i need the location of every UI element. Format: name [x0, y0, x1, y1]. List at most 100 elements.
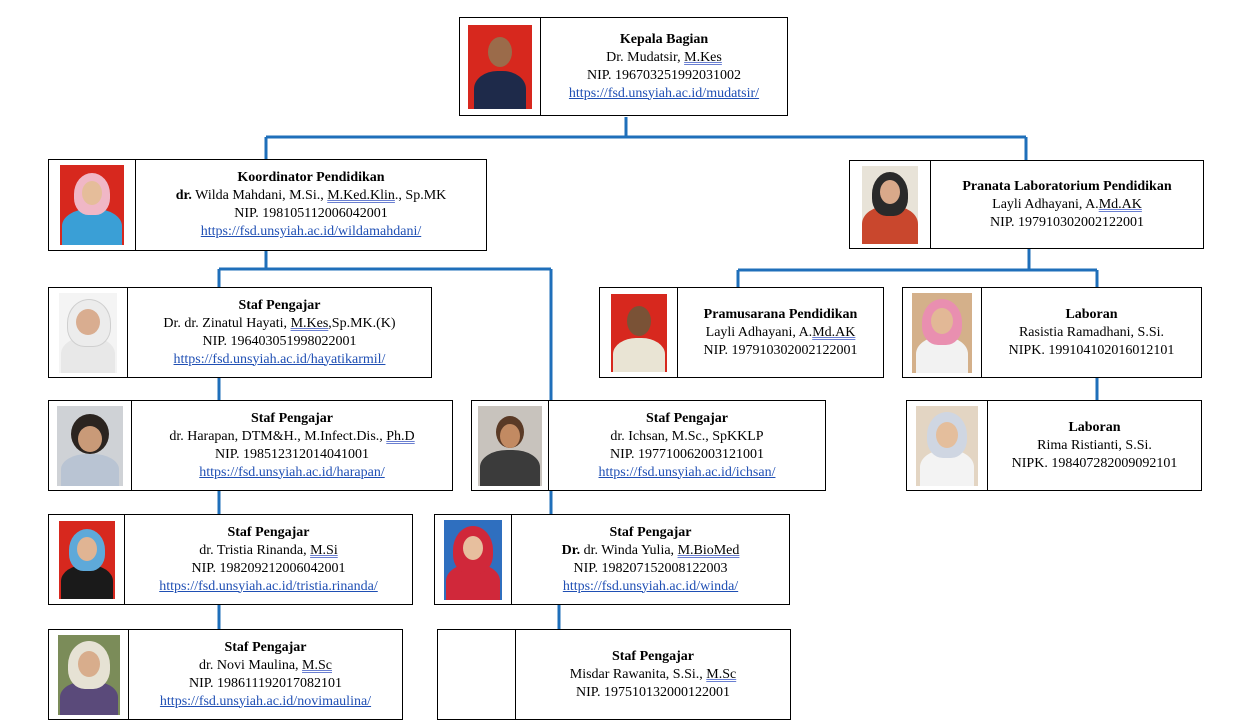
person-name: dr. Tristia Rinanda, M.Si	[199, 542, 338, 558]
profile-link[interactable]: https://fsd.unsyiah.ac.id/hayatikarmil/	[173, 351, 386, 367]
role-title: Pramusarana Pendidikan	[703, 306, 858, 322]
person-name: Dr. dr. Zinatul Hayati, M.Kes,Sp.MK.(K)	[163, 315, 396, 331]
person-name: Layli Adhayani, A.Md.AK	[992, 196, 1142, 212]
nip-number: NIP. 198105112006042001	[234, 206, 388, 221]
connector-head-branch	[264, 117, 1028, 161]
portrait-photo	[57, 405, 123, 486]
card-text: Staf Pengajar dr. Tristia Rinanda, M.Si …	[125, 515, 412, 604]
role-title: Laboran	[1065, 306, 1118, 322]
card-staf-novi: Staf Pengajar dr. Novi Maulina, M.Sc NIP…	[48, 629, 403, 720]
person-name: Layli Adhayani, A.Md.AK	[705, 324, 856, 340]
card-text: Koordinator Pendidikan dr. Wilda Mahdani…	[136, 160, 486, 250]
nip-number: NIP. 196703251992031002	[586, 67, 741, 83]
person-name: dr. Ichsan, M.Sc., SpKKLP	[610, 428, 764, 444]
nip-number: NIP. 196403051998022001	[202, 333, 357, 349]
profile-link[interactable]: https://fsd.unsyiah.ac.id/mudatsir/	[568, 85, 760, 101]
profile-link[interactable]: https://fsd.unsyiah.ac.id/winda/	[562, 578, 739, 594]
portrait-photo	[60, 165, 124, 245]
card-koordinator-pendidikan: Koordinator Pendidikan dr. Wilda Mahdani…	[48, 159, 487, 251]
card-text: Staf Pengajar dr. Novi Maulina, M.Sc NIP…	[129, 630, 402, 719]
person-name: dr. Novi Maulina, M.Sc	[199, 657, 332, 673]
role-title: Laboran	[1068, 419, 1121, 435]
profile-link[interactable]: https://fsd.unsyiah.ac.id/harapan/	[199, 464, 385, 480]
card-text: Staf Pengajar Misdar Rawanita, S.Si., M.…	[516, 630, 790, 719]
card-text: Kepala Bagian Dr. Mudatsir, M.Kes NIP. 1…	[541, 18, 787, 115]
card-text: Laboran Rasistia Ramadhani, S.Si. NIPK. …	[982, 288, 1201, 377]
card-staf-zinatul: Staf Pengajar Dr. dr. Zinatul Hayati, M.…	[48, 287, 432, 378]
card-staf-tristia: Staf Pengajar dr. Tristia Rinanda, M.Si …	[48, 514, 413, 605]
card-laboran-rasistia: Laboran Rasistia Ramadhani, S.Si. NIPK. …	[902, 287, 1202, 378]
photo-cell	[49, 515, 125, 604]
person-name: Dr. dr. Winda Yulia, M.BioMed	[561, 542, 740, 558]
profile-link[interactable]: https://fsd.unsyiah.ac.id/novimaulina/	[159, 693, 372, 709]
role-title: Staf Pengajar	[250, 410, 334, 426]
nip-number: NIPK. 199104102016012101	[1008, 342, 1175, 358]
card-text: Laboran Rima Ristianti, S.Si. NIPK. 1984…	[988, 401, 1201, 490]
person-name: dr. Harapan, DTM&H., M.Infect.Dis., Ph.D	[169, 428, 415, 444]
card-text: Pranata Laboratorium Pendidikan Layli Ad…	[931, 161, 1203, 248]
photo-cell	[435, 515, 512, 604]
photo-cell	[49, 288, 128, 377]
card-laboran-rima: Laboran Rima Ristianti, S.Si. NIPK. 1984…	[906, 400, 1202, 491]
card-text: Staf Pengajar dr. Harapan, DTM&H., M.Inf…	[132, 401, 452, 490]
nip-number: NIP. 197510132000122001	[575, 684, 730, 700]
role-title: Koordinator Pendidikan	[237, 170, 385, 185]
card-text: Pramusarana Pendidikan Layli Adhayani, A…	[678, 288, 883, 377]
portrait-photo	[478, 405, 542, 486]
nip-number: NIP. 197710062003121001	[609, 446, 764, 462]
nip-number: NIP. 197910302002122001	[703, 342, 858, 358]
card-text: Staf Pengajar Dr. dr. Winda Yulia, M.Bio…	[512, 515, 789, 604]
role-title: Staf Pengajar	[645, 410, 729, 426]
portrait-photo	[468, 24, 532, 109]
photo-cell	[49, 401, 132, 490]
person-name: dr. Wilda Mahdani, M.Si., M.Ked.Klin., S…	[175, 188, 447, 203]
role-title: Staf Pengajar	[238, 297, 321, 313]
card-pramusarana-pendidikan: Pramusarana Pendidikan Layli Adhayani, A…	[599, 287, 884, 378]
photo-cell	[850, 161, 931, 248]
profile-link[interactable]: https://fsd.unsyiah.ac.id/tristia.rinand…	[159, 578, 378, 594]
photo-cell	[472, 401, 549, 490]
nip-number: NIP. 198512312014041001	[214, 446, 369, 462]
profile-link[interactable]: https://fsd.unsyiah.ac.id/wildamahdani/	[200, 224, 422, 239]
role-title: Kepala Bagian	[619, 31, 709, 47]
portrait-photo	[912, 292, 972, 373]
card-pranata-laboratorium: Pranata Laboratorium Pendidikan Layli Ad…	[849, 160, 1204, 249]
person-name: Dr. Mudatsir, M.Kes	[606, 49, 722, 65]
card-staf-misdar: Staf Pengajar Misdar Rawanita, S.Si., M.…	[437, 629, 791, 720]
photo-cell	[460, 18, 541, 115]
profile-link[interactable]: https://fsd.unsyiah.ac.id/ichsan/	[598, 464, 776, 480]
connector-pranata-branch	[736, 248, 1099, 288]
nip-number: NIP. 198209212006042001	[191, 560, 346, 576]
portrait-photo	[610, 293, 667, 372]
role-title: Staf Pengajar	[227, 524, 310, 540]
role-title: Staf Pengajar	[611, 648, 695, 664]
role-title: Staf Pengajar	[224, 639, 307, 655]
portrait-photo	[59, 292, 117, 373]
nip-number: NIP. 197910302002122001	[989, 214, 1144, 230]
card-text: Staf Pengajar Dr. dr. Zinatul Hayati, M.…	[128, 288, 431, 377]
photo-cell	[49, 630, 129, 719]
person-name: Rima Ristianti, S.Si.	[1037, 437, 1152, 453]
photo-cell	[600, 288, 678, 377]
card-text: Staf Pengajar dr. Ichsan, M.Sc., SpKKLP …	[549, 401, 825, 490]
role-title: Staf Pengajar	[609, 524, 692, 540]
card-staf-winda: Staf Pengajar Dr. dr. Winda Yulia, M.Bio…	[434, 514, 790, 605]
photo-cell-empty	[438, 630, 516, 719]
portrait-photo	[916, 405, 978, 486]
nip-number: NIPK. 198407282009092101	[1011, 455, 1178, 471]
card-kepala-bagian: Kepala Bagian Dr. Mudatsir, M.Kes NIP. 1…	[459, 17, 788, 116]
photo-cell	[903, 288, 982, 377]
portrait-photo	[444, 519, 502, 600]
card-staf-ichsan: Staf Pengajar dr. Ichsan, M.Sc., SpKKLP …	[471, 400, 826, 491]
photo-cell	[907, 401, 988, 490]
nip-number: NIP. 198207152008122003	[573, 560, 728, 576]
card-staf-harapan: Staf Pengajar dr. Harapan, DTM&H., M.Inf…	[48, 400, 453, 491]
photo-cell	[49, 160, 136, 250]
person-name: Rasistia Ramadhani, S.Si.	[1018, 324, 1165, 340]
portrait-photo	[58, 520, 115, 599]
nip-number: NIP. 198611192017082101	[189, 675, 342, 691]
role-title: Pranata Laboratorium Pendidikan	[962, 178, 1172, 194]
person-name: Misdar Rawanita, S.Si., M.Sc	[569, 666, 737, 682]
portrait-photo	[57, 634, 120, 715]
portrait-photo	[862, 165, 918, 244]
